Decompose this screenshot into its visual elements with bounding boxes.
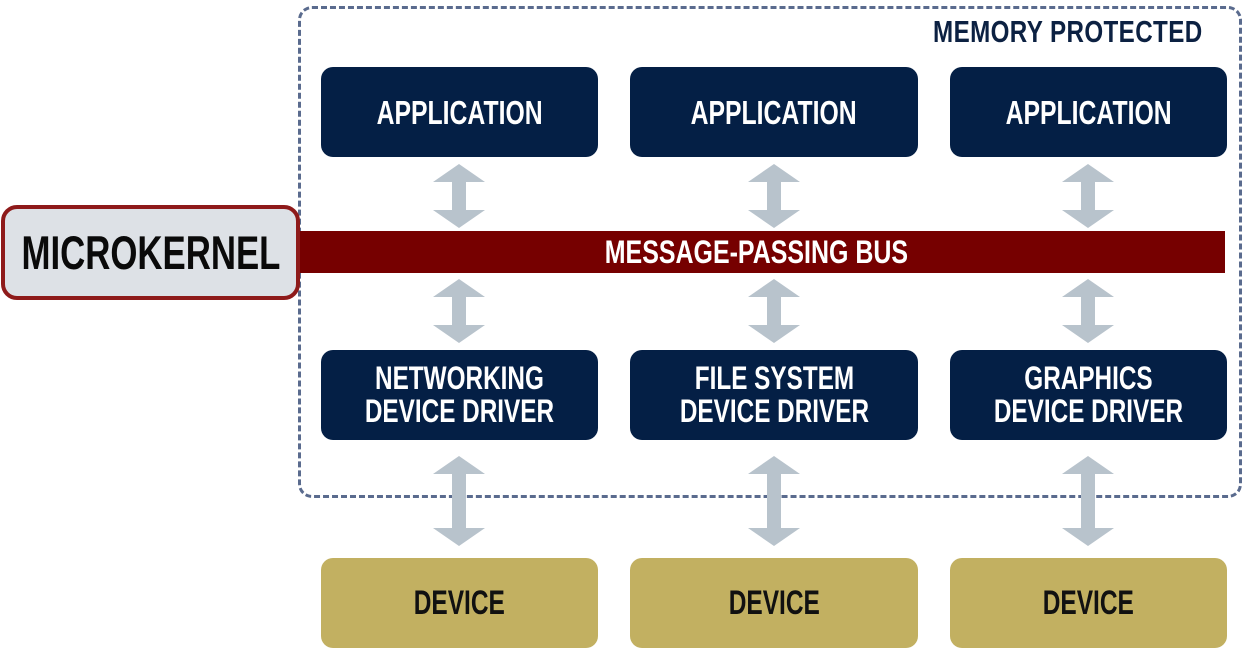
- networking-driver-box: NETWORKING DEVICE DRIVER: [321, 350, 598, 440]
- double-arrow-icon-driver-device-1: [433, 456, 485, 546]
- double-arrow-icon-bus-driver-3: [1062, 279, 1114, 343]
- double-arrow-icon-app-bus-3: [1062, 164, 1114, 228]
- double-arrow-icon-bus-driver-2: [748, 279, 800, 343]
- application-box-1: APPLICATION: [321, 67, 598, 157]
- device-box-3: DEVICE: [950, 558, 1227, 648]
- application-box-2: APPLICATION: [630, 67, 918, 157]
- message-passing-bus-label: MESSAGE-PASSING BUS: [604, 233, 909, 270]
- file-system-driver-box: FILE SYSTEM DEVICE DRIVER: [630, 350, 918, 440]
- device-box-2: DEVICE: [630, 558, 918, 648]
- double-arrow-icon-app-bus-2: [748, 164, 800, 228]
- microkernel-box: MICROKERNEL: [1, 205, 300, 300]
- file-system-driver-label: FILE SYSTEM DEVICE DRIVER: [679, 360, 869, 429]
- application-label-3: APPLICATION: [1005, 93, 1172, 131]
- double-arrow-icon-app-bus-1: [433, 164, 485, 228]
- networking-driver-label: NETWORKING DEVICE DRIVER: [364, 360, 555, 429]
- double-arrow-icon-driver-device-2: [748, 456, 800, 546]
- application-label-1: APPLICATION: [376, 93, 543, 131]
- device-label-3: DEVICE: [1042, 583, 1135, 622]
- microkernel-label: MICROKERNEL: [21, 226, 280, 279]
- message-passing-bus: MESSAGE-PASSING BUS: [288, 231, 1225, 273]
- application-box-3: APPLICATION: [950, 67, 1227, 157]
- double-arrow-icon-driver-device-3: [1062, 456, 1114, 546]
- application-label-2: APPLICATION: [691, 93, 857, 131]
- graphics-driver-label: GRAPHICS DEVICE DRIVER: [993, 360, 1184, 429]
- device-box-1: DEVICE: [321, 558, 598, 648]
- memory-protected-label: MEMORY PROTECTED: [933, 14, 1203, 49]
- device-label-1: DEVICE: [413, 583, 506, 622]
- graphics-driver-box: GRAPHICS DEVICE DRIVER: [950, 350, 1227, 440]
- double-arrow-icon-bus-driver-1: [433, 279, 485, 343]
- device-label-2: DEVICE: [728, 583, 820, 622]
